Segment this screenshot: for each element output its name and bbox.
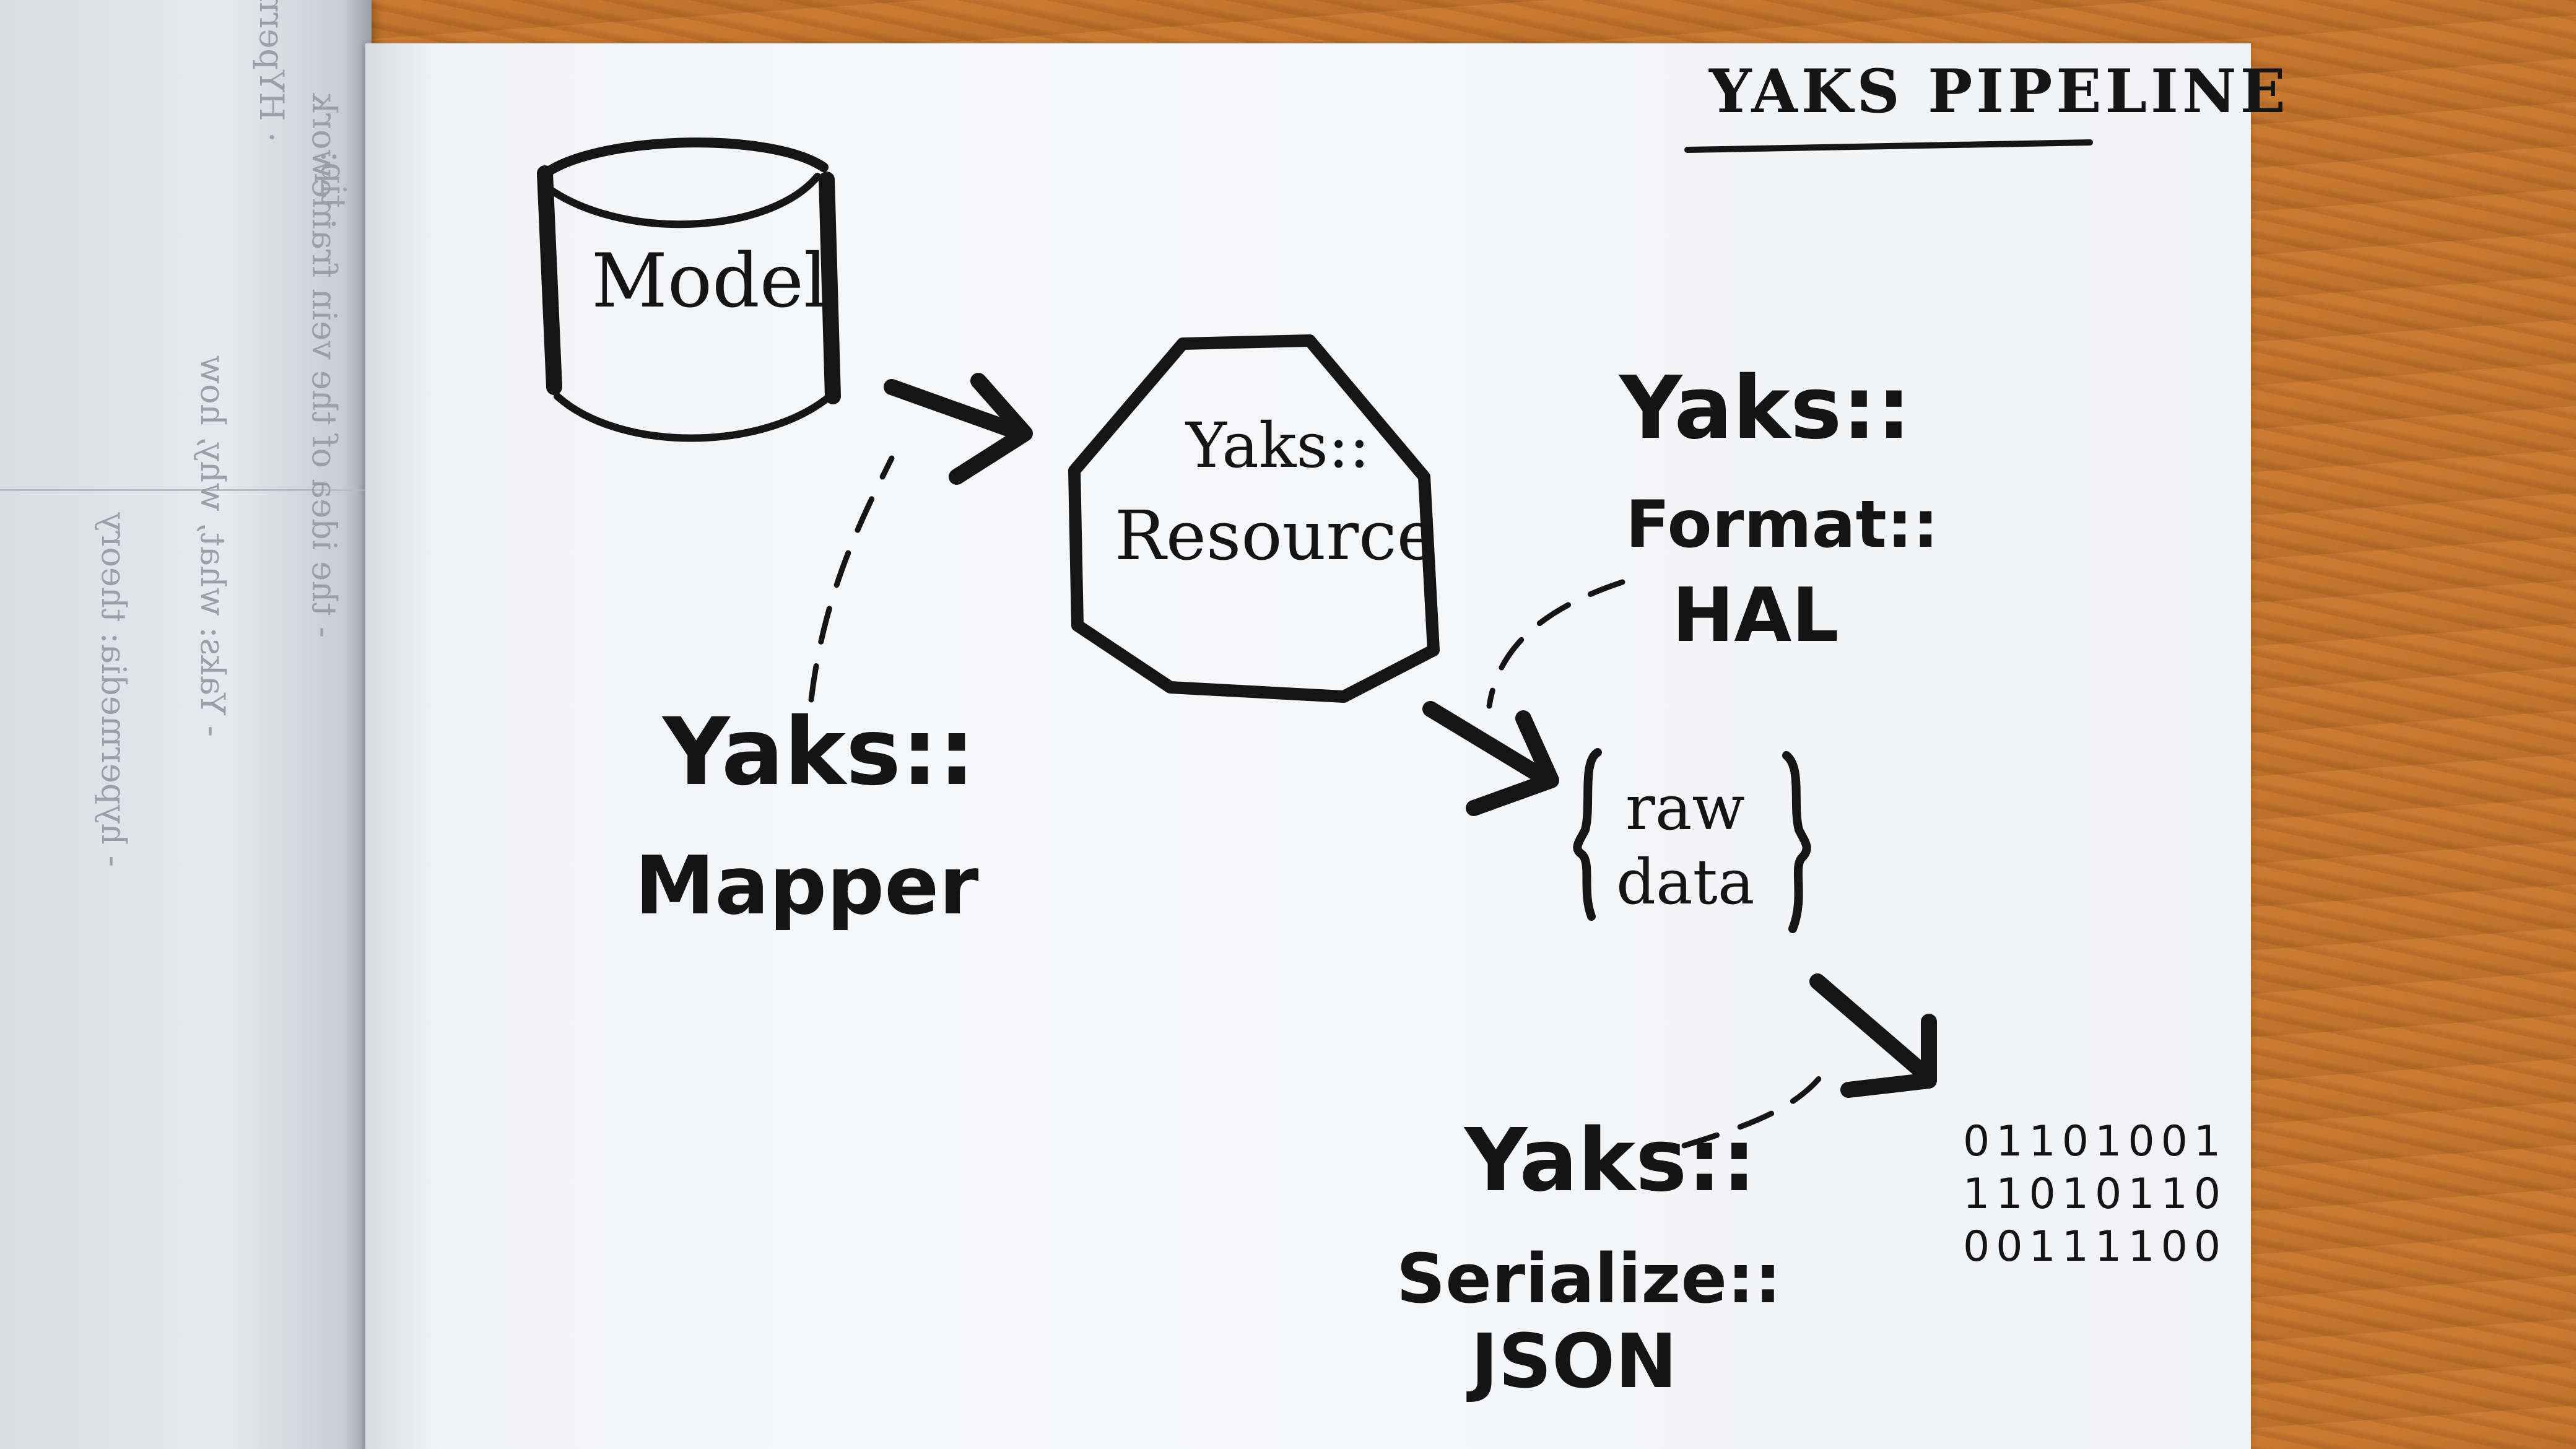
binary-line-1: 01101001 <box>1963 1117 2227 1166</box>
diagram-title: YAKS PIPELINE <box>1709 56 2289 126</box>
format-dashed-line <box>1486 579 1625 709</box>
binary-line-2: 11010110 <box>1963 1170 2227 1219</box>
format-label-hal: HAL <box>1672 573 1839 659</box>
arrow-model-to-resource <box>884 373 1033 485</box>
raw-data-label-line2: data <box>1616 846 1755 918</box>
resource-octagon-shape <box>1068 334 1440 703</box>
left-notebook-page: · HYpermedia · tip: - the idea of the ve… <box>0 0 372 1449</box>
arrow-resource-to-data <box>1422 701 1559 816</box>
raw-data-label-line1: raw <box>1625 772 1746 844</box>
serializer-label-prefix: Yaks:: <box>1464 1110 1757 1211</box>
arrow-data-to-binary <box>1809 973 1937 1098</box>
model-label: Model <box>591 238 828 324</box>
mapper-label-prefix: Yaks:: <box>663 698 976 806</box>
resource-label-name: Resource <box>1115 496 1437 575</box>
mapper-label-name: Mapper <box>635 838 979 933</box>
mapper-dashed-line <box>808 455 895 703</box>
serializer-label-json: JSON <box>1471 1319 1677 1405</box>
page-rule-line <box>0 489 365 491</box>
binary-line-3: 00111100 <box>1963 1222 2227 1271</box>
serializer-dashed-line <box>1681 1056 1836 1149</box>
raw-data-braces <box>1573 748 1811 933</box>
format-label-name: Format:: <box>1625 487 1939 562</box>
format-label-prefix: Yaks:: <box>1619 358 1912 459</box>
serializer-label-name: Serialize:: <box>1396 1239 1782 1318</box>
resource-label-prefix: Yaks:: <box>1186 409 1370 482</box>
right-notebook-page <box>365 43 2251 1449</box>
model-cylinder-shape <box>537 137 841 442</box>
title-underline <box>1684 139 2093 153</box>
